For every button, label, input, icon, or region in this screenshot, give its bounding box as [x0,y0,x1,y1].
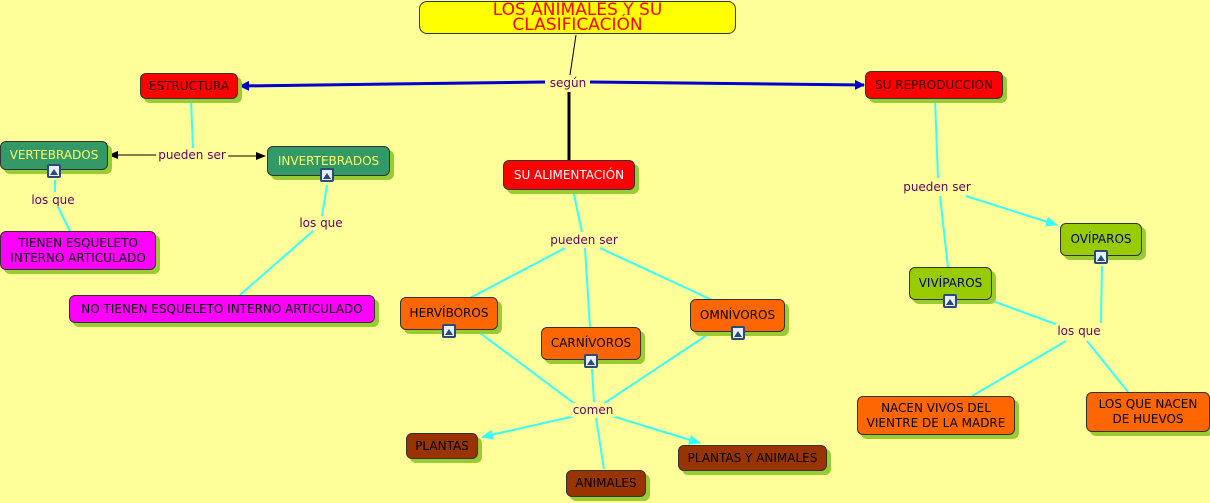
title-node[interactable]: LOS ANIMALES Y SU CLASIFICACIÓN [419,1,736,34]
node-tienen-esqueleto[interactable]: TIENEN ESQUELETO INTERNO ARTICULADO [0,231,156,270]
link-title-segun [569,34,577,76]
link-repro-pueden [934,98,939,179]
node-plantas-y-animales[interactable]: PLANTAS Y ANIMALES [678,445,827,471]
image-icon[interactable] [442,324,456,338]
link-label-segun: según [547,76,589,90]
link-pueden-omni [599,247,713,301]
link-herv-comen [479,332,576,405]
node-herviboros[interactable]: HERVÍBOROS [400,297,498,330]
image-icon[interactable] [943,294,957,308]
link-estructura-pueden [190,98,194,149]
link-label-los-que: los que [29,193,77,207]
node-viviparos[interactable]: VIVÍPAROS [909,267,992,300]
link-omni-comen [602,332,711,405]
node-plantas[interactable]: PLANTAS [406,433,478,459]
image-icon[interactable] [584,354,598,368]
arrow-segun-reproduccion [589,79,865,90]
node-nacen-vivos[interactable]: NACEN VIVOS DEL VIENTRE DE LA MADRE [857,396,1015,435]
arrow-pueden-oviparos [965,195,1058,227]
link-label-los-que: los que [1055,324,1103,338]
link-losque-huevos [1086,340,1129,393]
image-icon[interactable] [1094,250,1108,264]
link-label-pueden-ser: pueden ser [901,180,973,194]
node-nacen-huevos[interactable]: LOS QUE NACEN DE HUEVOS [1086,392,1210,432]
node-estructura[interactable]: ESTRUCTURA [140,73,238,99]
link-viv-losque [989,299,1059,326]
arrow-segun-estructura [239,80,546,91]
arrow-comen-plantas [481,415,576,440]
link-pueden-carn [584,247,591,328]
link-carn-comen [591,368,595,403]
image-icon[interactable] [731,326,745,340]
node-animales[interactable]: ANIMALES [566,470,646,497]
link-pueden-viviparos [939,195,949,268]
link-ovi-losque [1100,265,1103,324]
node-no-tienen-esqueleto[interactable]: NO TIENEN ESQUELETO INTERNO ARTICULADO [69,295,375,323]
link-invert-losque [321,184,328,217]
link-comen-animales [595,417,605,470]
link-label-pueden-ser: pueden ser [156,148,228,162]
link-losque-notienen [239,230,314,296]
node-alimentacion[interactable]: SU ALIMENTACIÓN [503,160,635,190]
image-icon[interactable] [47,164,61,178]
image-icon[interactable] [320,168,334,182]
node-reproduccion[interactable]: SU REPRODUCCIÓN [865,71,1003,99]
link-pueden-herv [469,247,566,299]
link-label-los-que: los que [297,216,345,230]
link-losque-nacenvivos [971,340,1067,397]
link-label-pueden-ser: pueden ser [548,233,620,247]
node-vertebrados[interactable]: VERTEBRADOS [0,141,108,170]
link-losque-tienen [57,206,71,232]
arrow-comen-plantasanimales [611,415,701,445]
link-alim-pueden [572,189,583,233]
link-label-comen: comen [570,403,616,417]
